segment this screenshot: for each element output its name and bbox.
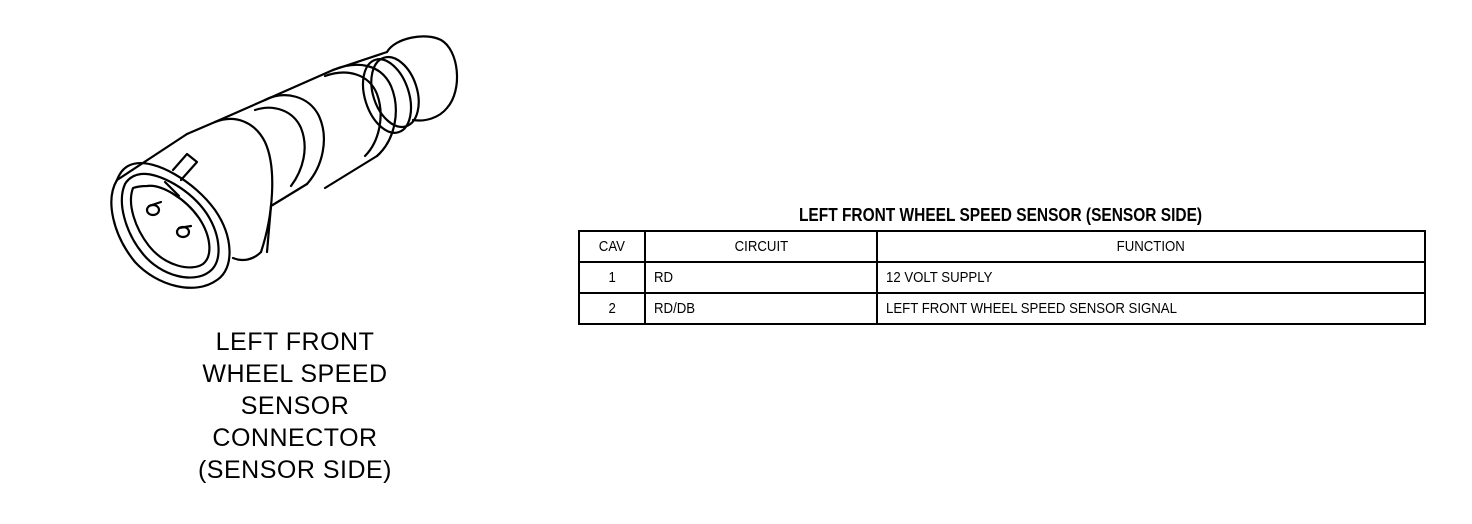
header-cav: CAV	[578, 230, 646, 263]
cell-cav: 2	[578, 292, 646, 325]
ribbed-collar	[263, 63, 397, 190]
table-title: LEFT FRONT WHEEL SPEED SENSOR (SENSOR SI…	[798, 205, 1203, 225]
header-circuit: CIRCUIT	[644, 230, 878, 263]
cell-circuit: RD/DB	[644, 292, 878, 325]
connector-caption: LEFT FRONT WHEEL SPEED SENSOR CONNECTOR …	[150, 326, 440, 486]
cell-circuit: RD	[644, 261, 878, 294]
caption-line: CONNECTOR	[212, 424, 378, 452]
header-function: FUNCTION	[876, 230, 1426, 263]
rear-tube	[331, 35, 459, 134]
table-row: 2 RD/DB LEFT FRONT WHEEL SPEED SENSOR SI…	[578, 292, 1426, 325]
caption-line: SENSOR	[240, 392, 350, 420]
middle-neck	[213, 94, 325, 208]
table-header-row: CAV CIRCUIT FUNCTION	[578, 230, 1426, 263]
cell-function: LEFT FRONT WHEEL SPEED SENSOR SIGNAL	[876, 292, 1426, 325]
cell-function: 12 VOLT SUPPLY	[876, 261, 1426, 294]
cell-cav: 1	[578, 261, 646, 294]
connector-face	[110, 132, 231, 289]
pinout-table: CAV CIRCUIT FUNCTION 1 RD 12 VOLT SUPPLY…	[578, 230, 1426, 325]
connector-illustration	[110, 35, 459, 289]
terminal-pins	[145, 200, 193, 239]
caption-line: WHEEL SPEED	[202, 360, 388, 388]
main-body	[185, 117, 274, 262]
table-row: 1 RD 12 VOLT SUPPLY	[578, 261, 1426, 294]
caption-line: LEFT FRONT	[215, 328, 375, 356]
connector-latch	[163, 152, 199, 198]
caption-line: (SENSOR SIDE)	[197, 456, 393, 484]
